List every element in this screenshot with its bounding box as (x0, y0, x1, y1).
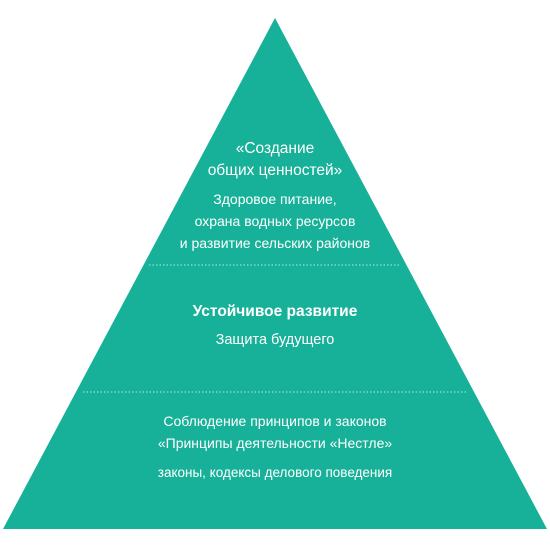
tier-top-subtitle-line: и развитие сельских районов (179, 235, 371, 251)
tier-middle: Устойчивое развитие Защита будущего (0, 301, 550, 351)
tier-top-title-line: общих ценностей» (207, 162, 343, 179)
tier-top-title: «Создание общих ценностей» (0, 138, 550, 182)
tier-top-subtitle-line: охрана водных ресурсов (194, 213, 356, 229)
tier-middle-title: Устойчивое развитие (192, 303, 358, 320)
tier-bottom-title: Соблюдение принципов и законов «Принципы… (0, 410, 550, 454)
tier-top-subtitle-line: Здоровое питание, (213, 191, 337, 207)
tier-top-subtitle: Здоровое питание, охрана водных ресурсов… (0, 188, 550, 254)
tier-bottom-title-line: «Принципы деятельности «Нестле» (157, 435, 393, 451)
tier-bottom-title-line: Соблюдение принципов и законов (163, 413, 387, 429)
tier-top-title-line: «Создание (235, 140, 315, 157)
tier-top: «Создание общих ценностей» Здоровое пита… (0, 138, 550, 254)
tier-bottom-subtitle: законы, кодексы делового поведения (157, 465, 393, 480)
pyramid-triangle (3, 18, 547, 529)
tier-middle-subtitle: Защита будущего (215, 332, 335, 348)
tier-bottom: Соблюдение принципов и законов «Принципы… (0, 410, 550, 484)
